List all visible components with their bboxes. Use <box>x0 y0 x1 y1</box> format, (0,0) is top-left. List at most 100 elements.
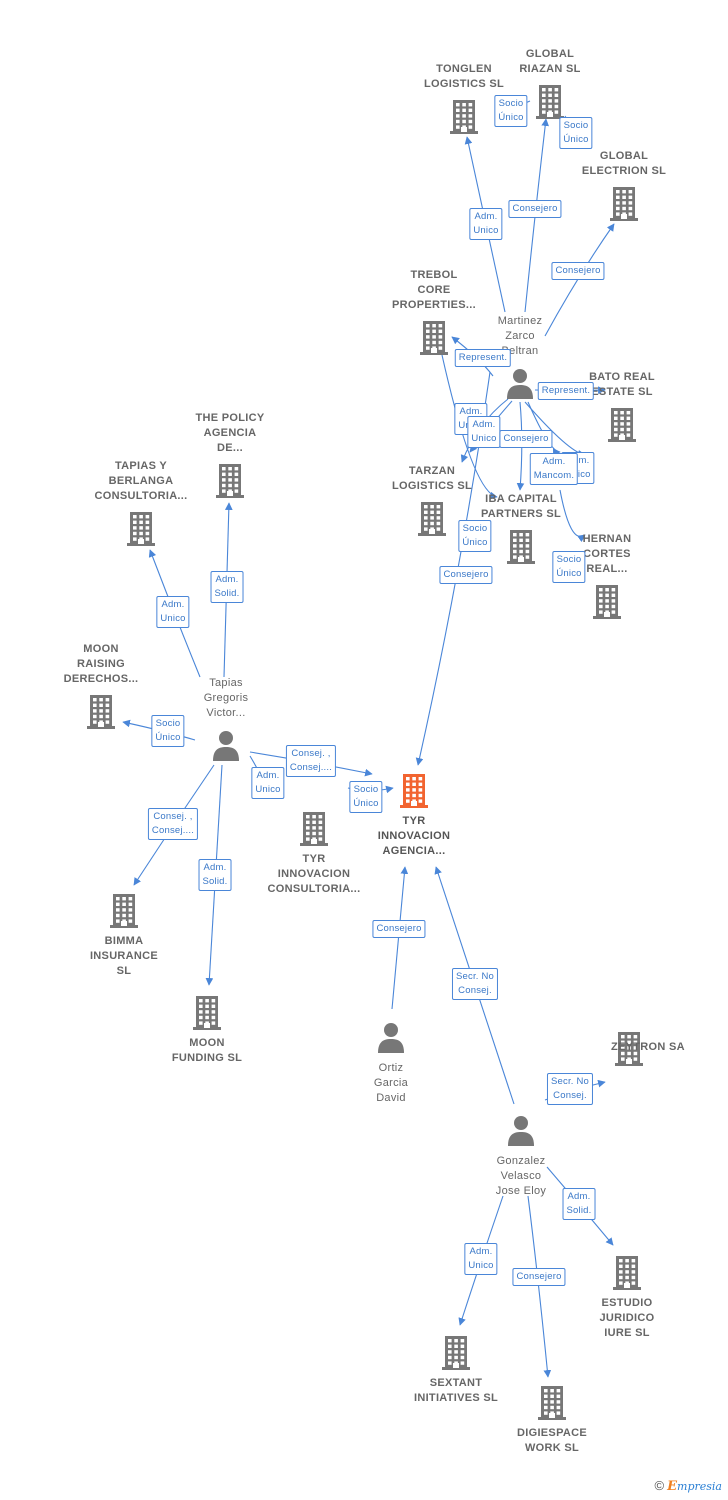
relation-label[interactable]: Adm.Solid. <box>210 571 244 603</box>
relation-label-line: Solid. <box>202 876 228 887</box>
node-label-line: AGENCIA <box>203 427 257 439</box>
node-label-line: ESTATE SL <box>591 386 653 398</box>
node-label-line: PARTNERS SL <box>480 508 562 520</box>
relation-label-line: Unico <box>565 469 591 480</box>
relation-label-line: Único <box>462 537 488 548</box>
node-label-line: BIMMA <box>104 935 144 947</box>
relation-label[interactable]: Consejero <box>551 262 605 280</box>
relation-label[interactable]: Consej. ,Consej.... <box>285 745 337 777</box>
node-label-line: GLOBAL <box>599 150 649 162</box>
node-label-line: TONGLEN <box>436 63 492 75</box>
node-label-line: RAISING <box>77 658 125 670</box>
building-icon <box>587 581 627 621</box>
node-label-line: DERECHOS... <box>63 673 139 685</box>
building-icon <box>532 1382 572 1422</box>
person-icon <box>371 1017 411 1057</box>
node-label-line: DE... <box>217 442 243 454</box>
relation-label-line: Socio <box>556 554 582 565</box>
node-label-line: PROPERTIES... <box>392 299 476 311</box>
relation-label-line: Socio <box>155 718 181 729</box>
relation-label[interactable]: Adm.Unico <box>469 208 503 240</box>
relation-label-line: Unico <box>160 613 186 624</box>
relation-label[interactable]: Consejero <box>372 920 426 938</box>
relation-label-line: Adm. <box>459 406 483 417</box>
node-label-line: TREBOL <box>410 269 458 281</box>
building-icon <box>530 81 570 121</box>
relation-label-line: Consejero <box>512 203 558 214</box>
relation-label[interactable]: Represent. <box>454 349 512 367</box>
building-icon <box>394 770 434 810</box>
edge-trebol-to-iba <box>441 354 498 500</box>
relation-label[interactable]: Consej. ,Consej.... <box>147 808 199 840</box>
node-label-line: Tapias <box>209 677 243 689</box>
person-icon <box>500 363 540 403</box>
relation-label-line: Adm. <box>161 599 185 610</box>
node-label-line: LOGISTICS SL <box>392 480 472 492</box>
building-icon <box>501 526 541 566</box>
relation-label[interactable]: Represent. <box>537 382 595 400</box>
relation-label[interactable]: Adm.Solid. <box>562 1188 596 1220</box>
relation-label[interactable]: Adm.Unico <box>464 1243 498 1275</box>
person-icon <box>206 725 246 765</box>
building-icon <box>104 890 144 930</box>
node-label-line: INSURANCE <box>89 950 159 962</box>
relation-label[interactable]: Adm.Unico <box>467 416 501 448</box>
node-label-line: Martinez <box>497 315 543 327</box>
node-label-line: Jose Eloy <box>495 1185 547 1197</box>
node-label-line: INITIATIVES SL <box>413 1392 499 1404</box>
node-label: ZEYTRON SA <box>611 1040 728 1055</box>
relation-label[interactable]: Secr. No Consej. <box>451 968 499 1000</box>
relation-label-line: Adm. <box>567 1191 591 1202</box>
relation-label-line: Adm. <box>542 456 566 467</box>
node-label-line: ZEYTRON SA <box>611 1041 685 1053</box>
relation-label-line: Unico <box>471 433 497 444</box>
relation-label-line: Adm. <box>256 770 280 781</box>
node-label-line: MOON <box>83 643 119 655</box>
node-label-line: SL <box>116 965 132 977</box>
relation-label[interactable]: Adm.Solid. <box>198 859 232 891</box>
relation-label[interactable]: Consejero <box>512 1268 566 1286</box>
relation-label-line: Secr. No <box>455 971 495 982</box>
node-label-line: REAL... <box>586 563 628 575</box>
building-icon <box>187 992 227 1032</box>
node-label-line: IURE SL <box>604 1327 650 1339</box>
relation-label[interactable]: Consejero <box>499 430 553 448</box>
relation-label-line: Consejero <box>555 265 601 276</box>
relation-label-line: Consej.... <box>151 825 195 836</box>
node-label-line: Velasco <box>500 1170 542 1182</box>
building-icon <box>81 691 121 731</box>
relation-label-line: Único <box>353 798 379 809</box>
brand-logo: Empresia <box>667 1479 722 1494</box>
node-label-line: Gregoris <box>203 692 249 704</box>
relation-label-line: Represent. <box>541 385 591 396</box>
footer-brand[interactable]: ©Empresia <box>655 1478 722 1494</box>
node-label-line: AGENCIA... <box>382 845 446 857</box>
node-label-line: RIAZAN SL <box>519 63 581 75</box>
relation-label-line: Consej. , <box>291 748 331 759</box>
relation-label-line: Consejero <box>376 923 422 934</box>
relation-label-line: Secr. No <box>550 1076 590 1087</box>
relation-label[interactable]: Adm. Unico <box>156 596 190 628</box>
relation-label-line: Consej. <box>458 985 492 996</box>
relation-label[interactable]: Adm.Mancom. <box>529 453 579 485</box>
relation-label[interactable]: Consejero <box>508 200 562 218</box>
relation-label[interactable]: Consejero <box>439 566 493 584</box>
relation-label-line: Solid. <box>214 588 240 599</box>
building-icon <box>294 808 334 848</box>
relation-label[interactable]: Adm.Unico <box>251 767 285 799</box>
